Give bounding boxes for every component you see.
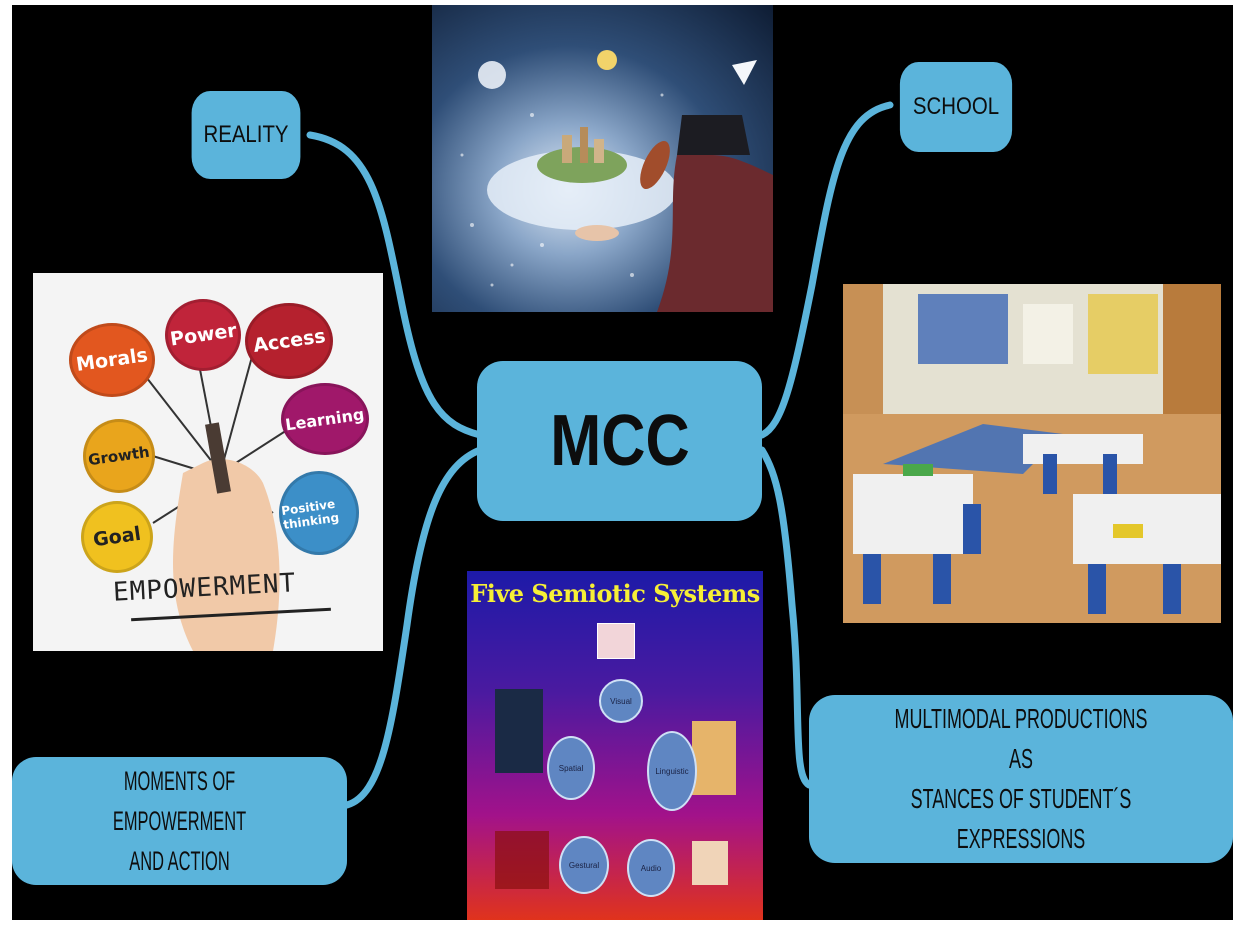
bubble-morals: Morals [69, 323, 155, 397]
node-moments-of-empowerment: MOMENTS OF EMPOWERMENT AND ACTION [12, 757, 347, 885]
empowerment-illustration: Morals Power Access Learning Growth Posi… [33, 273, 383, 651]
node-moments-line-2: AND ACTION [129, 846, 230, 876]
people-picture [692, 721, 736, 795]
node-school: SCHOOL [899, 62, 1013, 152]
node-mcc-label: MCC [549, 401, 690, 481]
connector-reality [306, 131, 484, 439]
bubble-learning: Learning [281, 383, 369, 455]
circle-audio: Audio [627, 839, 675, 897]
semiotic-systems-poster: Five Semiotic Systems Visual Spatial Lin… [467, 571, 763, 920]
node-moments-line-1: MOMENTS OF EMPOWERMENT [112, 766, 247, 836]
node-reality-label: REALITY [203, 121, 289, 148]
virtual-reality-photo [432, 5, 773, 312]
node-school-label: SCHOOL [912, 93, 1000, 120]
bubble-access: Access [245, 303, 333, 379]
classroom-photo [843, 284, 1221, 623]
mind-map-canvas: Morals Power Access Learning Growth Posi… [12, 5, 1233, 920]
circle-linguistic: Linguistic [647, 731, 697, 811]
bubble-power: Power [165, 299, 241, 371]
circle-spatial: Spatial [547, 736, 595, 800]
bubble-growth: Growth [83, 419, 155, 493]
semiotic-title: Five Semiotic Systems [470, 579, 760, 608]
bubble-goal: Goal [81, 501, 153, 573]
node-reality: REALITY [191, 91, 301, 179]
eye-picture [597, 623, 635, 659]
connector-lines [306, 101, 894, 809]
connector-moments [343, 446, 484, 809]
node-multimodal-productions: MULTIMODAL PRODUCTIONS AS STANCES OF STU… [809, 695, 1233, 863]
connector-multimodal [758, 446, 813, 789]
bubble-positive-thinking: Positive thinking [279, 471, 359, 555]
speaker-picture [692, 841, 728, 885]
node-mcc-center: MCC [477, 361, 762, 521]
hands-picture [495, 689, 543, 773]
connector-school [758, 101, 894, 439]
node-multimodal-line-2: STANCES OF STUDENT´S EXPRESSIONS [910, 783, 1132, 854]
circle-gestural: Gestural [559, 836, 609, 894]
circle-visual: Visual [599, 679, 643, 723]
node-multimodal-line-1: MULTIMODAL PRODUCTIONS AS [894, 703, 1148, 774]
figures-picture [495, 831, 549, 889]
